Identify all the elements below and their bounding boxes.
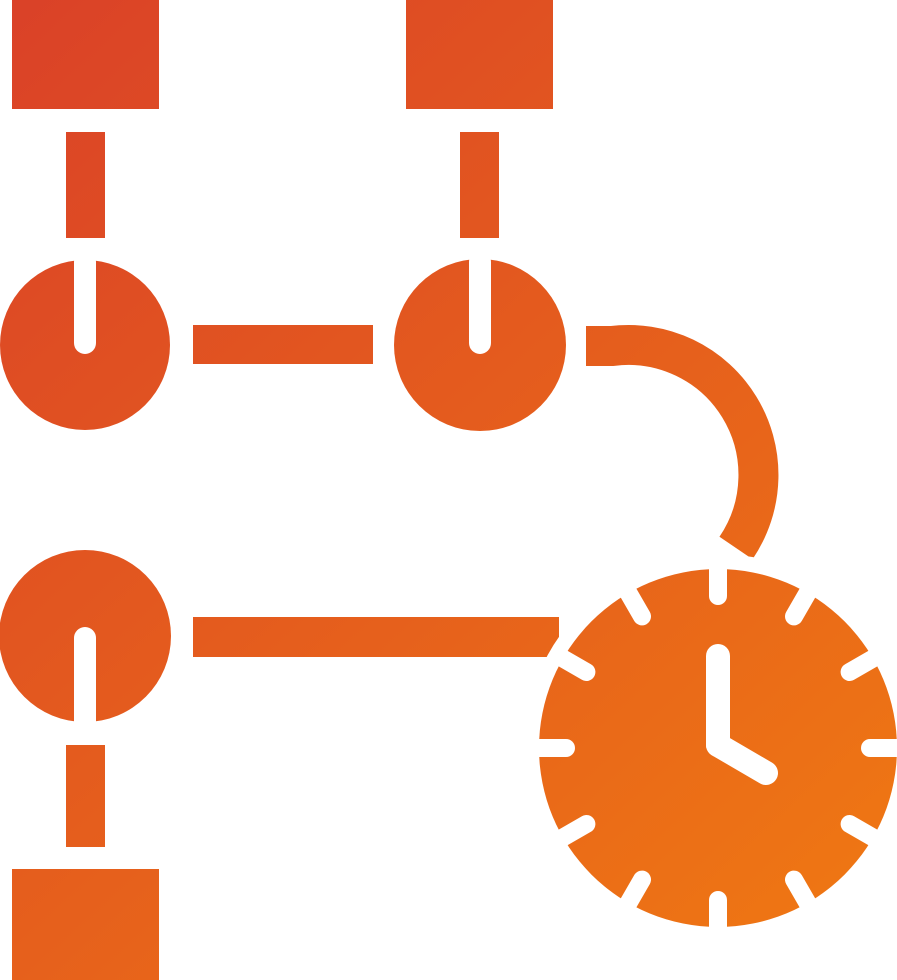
clock-tick: [785, 870, 817, 913]
connector-top-right: [460, 132, 499, 238]
top-left-square: [12, 0, 159, 109]
clock-tick: [840, 649, 883, 681]
connector-bottom-left: [66, 745, 105, 847]
connector-horizontal-bottom: [193, 617, 559, 657]
clock-tick: [619, 870, 651, 913]
clock-tick: [785, 583, 817, 626]
clock-tick: [553, 649, 596, 681]
top-right-square: [406, 0, 553, 109]
connector-curve: [586, 324, 779, 560]
clock-tick: [619, 583, 651, 626]
clock-tick: [553, 815, 596, 847]
connector-top-left: [66, 132, 105, 238]
bottom-left-square: [12, 869, 159, 980]
clock-hour-hand: [706, 733, 778, 785]
connector-horizontal-top: [193, 325, 373, 364]
clock-ticks: [529, 559, 897, 937]
clock-tick: [840, 815, 883, 847]
